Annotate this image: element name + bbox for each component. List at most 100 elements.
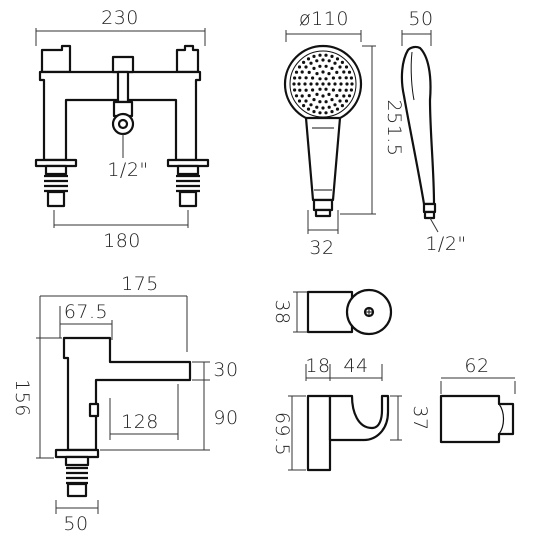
nozzle-dot [349, 88, 353, 92]
nozzle-dot [327, 92, 331, 96]
nozzle-dot [315, 72, 319, 76]
nozzle-dot [327, 59, 331, 63]
nozzle-dot [302, 60, 306, 64]
nozzle-dot [312, 54, 316, 59]
nozzle-dot [318, 100, 322, 104]
nozzle-dot [324, 111, 328, 115]
nozzle-dot [304, 65, 308, 69]
nozzle-dot [342, 70, 346, 74]
nozzle-dot [309, 103, 313, 107]
nozzle-dot [347, 70, 352, 74]
nozzle-dot [312, 66, 316, 70]
dim-label-180: 180 [103, 230, 141, 252]
nozzle-dot [345, 82, 349, 86]
nozzle-dot [297, 65, 302, 69]
nozzle-dot [312, 98, 316, 102]
nozzle-dot [331, 88, 335, 92]
nozzle-dot [304, 76, 308, 80]
nozzle-dot [324, 77, 328, 81]
nozzle-dot [318, 53, 322, 57]
dim-label-90: 90 [213, 407, 238, 429]
dim-label-251-5: 251.5 [383, 100, 405, 157]
nozzle-dot [344, 88, 348, 92]
nozzle-dot [330, 66, 334, 70]
nozzle-dot [340, 104, 344, 108]
dim-label-tap-thread: 1/2" [107, 159, 148, 181]
nozzle-dot [327, 82, 331, 86]
nozzle-dot [318, 87, 322, 91]
nozzle-dot [350, 82, 354, 86]
nozzle-dot [315, 105, 319, 109]
dim-label-hose-thread: 1/2" [425, 233, 466, 255]
nozzle-dot [349, 76, 353, 80]
dim-label-30: 30 [213, 359, 238, 381]
nozzle-dot [324, 87, 328, 91]
nozzle-dot [324, 53, 328, 57]
nozzle-dot [342, 94, 346, 98]
dim-label-128: 128 [121, 411, 159, 433]
nozzle-dot [307, 70, 311, 74]
nozzle-dot [303, 82, 307, 86]
nozzle-dot [321, 82, 325, 86]
nozzle-dot [335, 107, 340, 111]
nozzle-dot [306, 57, 311, 61]
nozzle-dot [300, 94, 304, 98]
handset-side-view: 50 1/2" [400, 8, 466, 255]
nozzle-dot [338, 76, 342, 80]
nozzle-dot [330, 54, 334, 59]
nozzle-dot [297, 82, 301, 86]
nozzle-dot [312, 110, 316, 114]
nozzle-dot [300, 70, 304, 74]
dim-label-175: 175 [121, 273, 159, 295]
nozzle-dot [333, 61, 337, 65]
nozzle-dot [330, 98, 334, 102]
nozzle-dot [340, 60, 344, 64]
dim-label-base-50: 50 [63, 513, 88, 535]
nozzle-dot [330, 110, 334, 114]
nozzle-dot [304, 88, 308, 92]
dim-label-32: 32 [309, 237, 334, 259]
nozzle-dot [311, 88, 315, 92]
nozzle-dot [294, 94, 299, 98]
dim-label-37: 37 [409, 405, 431, 430]
nozzle-dot [327, 105, 331, 109]
nozzle-dot [338, 88, 342, 92]
nozzle-dot [331, 76, 335, 80]
nozzle-dot [309, 82, 313, 86]
dim-label-230: 230 [101, 7, 139, 29]
dim-label-62: 62 [464, 355, 489, 377]
dim-label-44: 44 [343, 355, 368, 377]
nozzle-dot [298, 88, 302, 92]
dim-label-67-5: 67.5 [64, 301, 108, 323]
dim-label-50: 50 [408, 8, 433, 30]
nozzle-dot [318, 77, 322, 81]
nozzle-dot [309, 61, 313, 65]
nozzle-dot [311, 76, 315, 80]
nozzle-dot [335, 57, 340, 61]
nozzle-dot [333, 82, 337, 86]
nozzle-dot [333, 103, 337, 107]
nozzle-dot [324, 100, 328, 104]
nozzle-dot [321, 70, 325, 74]
nozzle-dot [344, 99, 349, 103]
nozzle-dot [344, 76, 348, 80]
nozzle-dot [315, 92, 319, 96]
dim-label-156: 156 [11, 379, 33, 417]
dim-label-18: 18 [305, 355, 330, 377]
nozzle-dot [292, 82, 296, 86]
nozzle-dot [304, 99, 308, 103]
nozzle-dot [298, 76, 302, 80]
dim-label-diameter: ø110 [299, 8, 349, 30]
nozzle-dot [302, 104, 306, 108]
dim-label-38: 38 [271, 299, 293, 324]
nozzle-dot [344, 65, 349, 69]
nozzle-dot [318, 64, 322, 68]
handset-front-view: ø110 32 251.5 [283, 8, 405, 259]
nozzle-dot [294, 70, 299, 74]
nozzle-dot [347, 94, 352, 98]
holder-top-view: 38 [271, 288, 393, 336]
nozzle-dot [321, 58, 325, 62]
nozzle-dot [339, 82, 343, 86]
nozzle-dot [307, 94, 311, 98]
